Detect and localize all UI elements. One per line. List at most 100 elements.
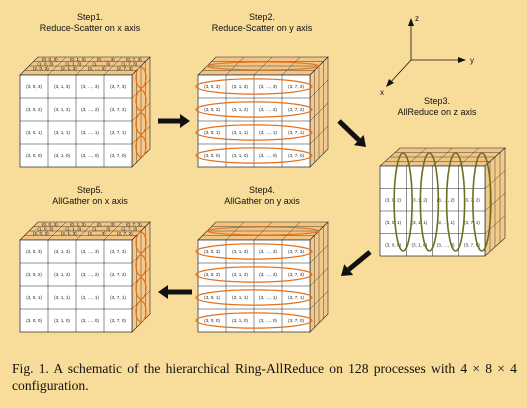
grid-line bbox=[131, 79, 151, 99]
cell-label: (3, 0, 3) bbox=[26, 84, 42, 89]
ring-z bbox=[445, 152, 466, 252]
grid-line bbox=[484, 192, 506, 212]
top-cell-label: (1, 0, 3) bbox=[37, 61, 53, 66]
top-cell-label: (2, 0, 3) bbox=[33, 66, 49, 71]
cell-label: (3, …, 0) bbox=[81, 153, 99, 158]
cell-label: (3, 1, 2) bbox=[232, 107, 248, 112]
top-cell-label: (2, 0, 3) bbox=[33, 231, 49, 236]
cell-label: (3, 7, 2) bbox=[288, 272, 304, 277]
top-cell-label: (2, 7, 3) bbox=[117, 231, 133, 236]
cube-step1: (0, 0, 3)(0, 1, 3)(0, …, 3)(0, 7, 3)(1, … bbox=[19, 12, 151, 168]
grid-line bbox=[225, 56, 245, 76]
cell-label: (3, 1, 2) bbox=[232, 272, 248, 277]
grid-line bbox=[432, 147, 453, 167]
step-title: Step2. bbox=[249, 12, 275, 22]
arrow-step3-to-step4 bbox=[341, 250, 372, 276]
cell-label: (3, …, 1) bbox=[437, 220, 455, 225]
cell-label: (3, 7, 1) bbox=[110, 130, 126, 135]
cell-label: (3, 1, 0) bbox=[232, 153, 248, 158]
top-cell-label: (0, 7, 3) bbox=[126, 222, 142, 227]
axis-y-arrowhead bbox=[458, 57, 466, 63]
grid-line bbox=[103, 56, 123, 76]
ring-y bbox=[195, 266, 313, 283]
cell-label: (3, 1, 3) bbox=[54, 84, 70, 89]
cell-label: (3, 1, 0) bbox=[54, 318, 70, 323]
grid-line bbox=[75, 56, 95, 76]
ring-x bbox=[135, 135, 147, 158]
cell-label: (3, 1, 0) bbox=[54, 153, 70, 158]
grid-line bbox=[131, 125, 151, 145]
cell-label: (3, …, 3) bbox=[259, 84, 277, 89]
grid-line bbox=[309, 267, 329, 287]
cell-label: (3, …, 2) bbox=[81, 272, 99, 277]
ring-y bbox=[206, 61, 320, 71]
cell-label: (3, 0, 0) bbox=[204, 318, 220, 323]
cell-label: (3, …, 3) bbox=[81, 84, 99, 89]
cell-label: (3, …, 1) bbox=[259, 295, 277, 300]
top-cell-label: (1, 7, 3) bbox=[121, 61, 137, 66]
cell-label: (3, 7, 3) bbox=[288, 249, 304, 254]
top-cell-label: (1, 0, 3) bbox=[37, 226, 53, 231]
ring-z bbox=[472, 152, 492, 252]
top-cell-label: (2, 1, 3) bbox=[61, 231, 77, 236]
cell-label: (3, 0, 0) bbox=[26, 318, 42, 323]
ring-y bbox=[206, 226, 320, 236]
cell-label: (3, 0, 2) bbox=[26, 272, 42, 277]
cell-label: (3, 0, 1) bbox=[26, 295, 42, 300]
caption-prefix: Fig. 1. bbox=[12, 361, 49, 376]
step-subtitle: Reduce-Scatter on x axis bbox=[40, 23, 141, 33]
arrow-head bbox=[158, 285, 168, 299]
top-cell-label: (1, …, 3) bbox=[92, 61, 110, 66]
cell-label: (3, 7, 0) bbox=[110, 153, 126, 158]
cell-label: (3, …, 0) bbox=[259, 153, 277, 158]
cell-label: (3, 0, 1) bbox=[26, 130, 42, 135]
axis-y-label: y bbox=[470, 56, 474, 65]
cell-label: (3, 7, 0) bbox=[464, 242, 480, 247]
grid-line bbox=[75, 221, 95, 241]
grid-line bbox=[484, 170, 506, 189]
top-cell-label: (0, …, 3) bbox=[97, 222, 115, 227]
cell-label: (3, 1, 1) bbox=[54, 130, 70, 135]
axis-x-label: x bbox=[380, 88, 384, 97]
cell-label: (3, …, 3) bbox=[259, 249, 277, 254]
cell-label: (3, …, 0) bbox=[81, 318, 99, 323]
cell-label: (3, 0, 0) bbox=[26, 153, 42, 158]
cell-label: (3, 1, 1) bbox=[411, 220, 427, 225]
arrow-step2-to-step3 bbox=[337, 119, 366, 147]
cell-label: (3, 7, 3) bbox=[110, 249, 126, 254]
top-cell-label: (0, 0, 3) bbox=[42, 57, 58, 62]
cube-step4: (3, 0, 3) (3, 1, 3) (3, …, 3) (3, 7, 3) (3, … bbox=[195, 185, 329, 333]
step-subtitle: AllReduce on z axis bbox=[397, 107, 477, 117]
grid-line bbox=[131, 102, 151, 122]
cell-label: (3, 1, 0) bbox=[411, 242, 427, 247]
cell-label: (3, 1, 0) bbox=[232, 318, 248, 323]
top-cell-label: (1, …, 3) bbox=[92, 226, 110, 231]
step-title: Step4. bbox=[249, 185, 275, 195]
axis-triad: z y x bbox=[380, 14, 474, 97]
cell-label: (3, 7, 0) bbox=[288, 318, 304, 323]
cell-label: (3, 0, 0) bbox=[385, 242, 401, 247]
arrow-shaft bbox=[347, 250, 372, 272]
ring-y bbox=[195, 243, 313, 260]
cell-label: (3, 1, 1) bbox=[232, 130, 248, 135]
top-cell-label: (1, 1, 3) bbox=[65, 61, 81, 66]
cell-label: (3, 7, 0) bbox=[110, 318, 126, 323]
cell-label: (3, 0, 3) bbox=[204, 84, 220, 89]
top-cell-label: (0, 1, 3) bbox=[70, 222, 86, 227]
grid-line bbox=[406, 147, 427, 167]
top-cell-label: (2, 1, 3) bbox=[61, 66, 77, 71]
grid-line bbox=[47, 221, 67, 241]
cell-label: (3, …, 0) bbox=[259, 318, 277, 323]
axis-z-label: z bbox=[415, 14, 419, 23]
figure-caption: Fig. 1. A schematic of the hierarchical … bbox=[12, 360, 517, 394]
cell-label: (3, 1, 3) bbox=[232, 249, 248, 254]
grid-line bbox=[309, 244, 329, 264]
cube-step2: (3, 0, 3)(3, 1, 3)(3, …, 3)(3, 7, 3)(3, … bbox=[195, 12, 329, 168]
top-cell-label: (0, …, 3) bbox=[97, 57, 115, 62]
grid-line bbox=[281, 56, 301, 76]
ring-z bbox=[419, 152, 440, 252]
cell-label: (3, 0, 3) bbox=[204, 249, 220, 254]
grid-line bbox=[309, 102, 329, 122]
cell-label: (3, 0, 2) bbox=[204, 272, 220, 277]
grid-line bbox=[47, 56, 67, 76]
